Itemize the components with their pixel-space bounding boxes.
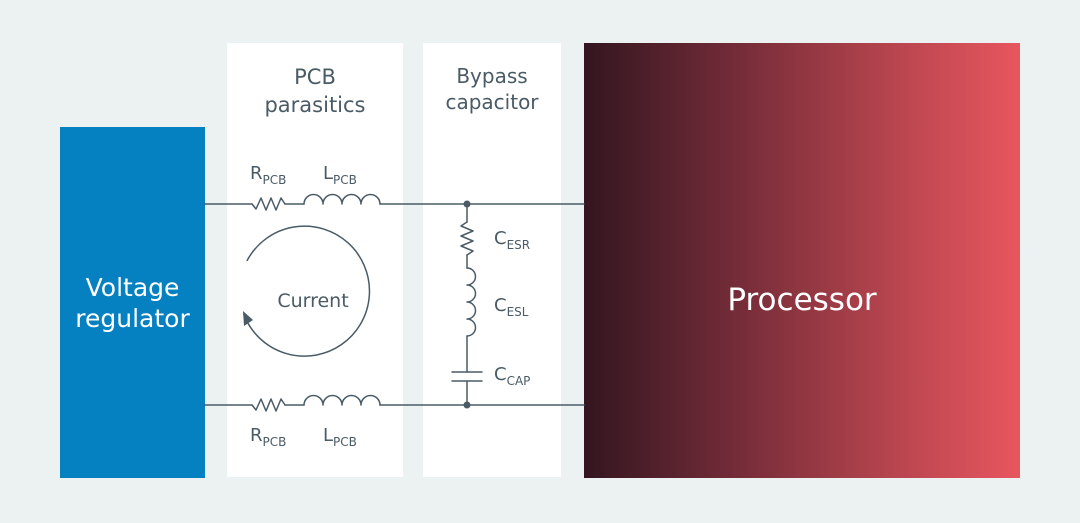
current-loop-arc [243,225,371,357]
junction-dot-bottom [463,401,471,409]
esl-inductor [466,267,477,337]
bottom-inductor-label: LPCB [323,425,357,449]
bypass-title-line2: capacitor [445,90,539,114]
processor-label: Processor [727,282,877,318]
pcb-title-line1: PCB [294,65,336,89]
bypass-title-line1: Bypass [456,64,528,88]
top-inductor-label: LPCB [323,163,357,187]
esl-label: CESL [494,295,529,319]
pcb-title-line2: parasitics [264,93,366,117]
esr-label: CESR [494,228,530,252]
top-resistor [251,197,286,211]
cap-label: CCAP [494,364,530,388]
junction-dot-top [463,200,471,208]
bypass-capacitor-title: Bypass capacitor [423,63,561,115]
processor-block: Processor [584,43,1020,478]
top-resistor-label: RPCB [250,163,286,187]
bottom-resistor-label: RPCB [250,425,286,449]
current-label: Current [277,290,348,312]
pcb-parasitics-panel [227,43,403,477]
voltage-regulator-line2: regulator [75,303,190,333]
esr-resistor [460,221,474,256]
bottom-resistor [251,398,286,412]
voltage-regulator-block: Voltage regulator [60,127,205,478]
top-inductor [303,193,381,205]
pcb-parasitics-title: PCB parasitics [227,63,403,119]
bottom-inductor [303,394,381,406]
voltage-regulator-line1: Voltage [85,272,180,302]
current-arrow-head [243,311,253,326]
